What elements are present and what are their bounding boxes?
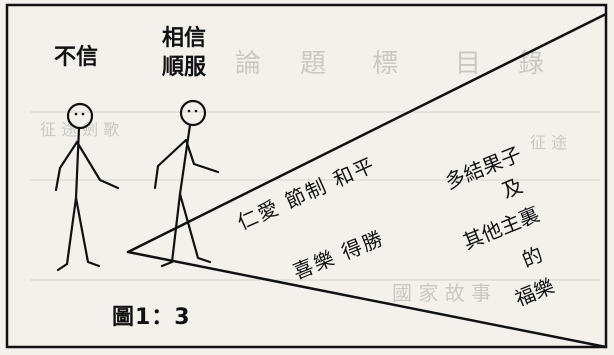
svg-text:國 家 故 事: 國 家 故 事 xyxy=(392,281,491,305)
frame-and-wedge xyxy=(5,3,608,349)
svg-text:征 途: 征 途 xyxy=(530,133,567,152)
svg-text:標: 標 xyxy=(372,49,398,79)
svg-text:論: 論 xyxy=(235,49,261,79)
stick-figure-unbelieving xyxy=(54,102,120,272)
svg-text:錄: 錄 xyxy=(518,49,544,79)
stick-figure-believing xyxy=(153,99,220,268)
figure-caption: 圖1：3 xyxy=(112,305,191,330)
svg-text:目: 目 xyxy=(455,49,481,79)
svg-text:題: 題 xyxy=(300,49,326,79)
label-unbelieving: 不信 xyxy=(54,45,99,70)
bleed-through-texture: 論 題 標 目 錄 征 途 劍 歌 征 途 國 家 故 事 xyxy=(30,49,600,305)
label-believing-obeying: 相信 順服 xyxy=(162,26,207,80)
